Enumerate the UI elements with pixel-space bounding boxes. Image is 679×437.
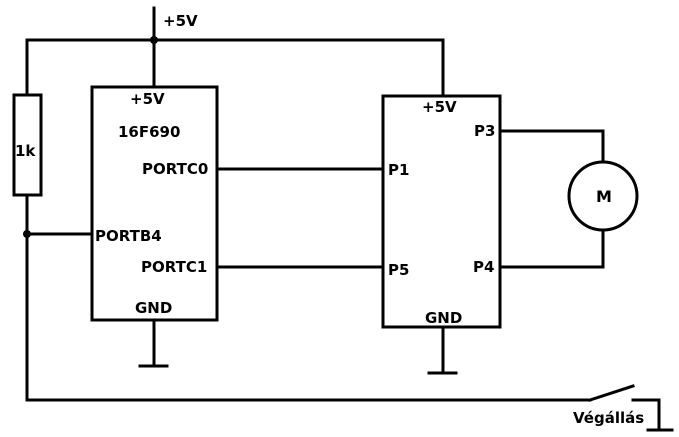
limit-switch-label: Végállás [573,409,644,427]
driver-pin-p3: P3 [474,122,495,140]
limit-switch-contact [588,384,635,402]
mcu-part-label: 16F690 [118,123,180,141]
limit-switch-terminal [631,398,661,432]
motor [567,160,639,232]
mcu-pin-portc1: PORTC1 [141,258,207,276]
driver-gnd-label: GND [425,309,462,327]
mcu-gnd-label: GND [135,299,172,317]
mcu-16f690 [90,85,219,322]
motor-label: M [596,187,612,206]
mcu-pin-portc0: PORTC0 [142,160,208,178]
resistor-label: 1k [15,142,36,160]
driver-pin-p5: P5 [388,261,409,279]
driver-pin-p4: P4 [473,258,494,276]
p3-to-motor-wire [498,129,605,162]
p4-to-motor-wire [498,229,605,269]
mcu-pin-portb4: PORTB4 [95,227,162,245]
supply-label: +5V [163,12,198,30]
driver-vcc-label: +5V [422,98,457,116]
driver-pin-p1: P1 [388,161,409,179]
mcu-vcc-label: +5V [130,90,165,108]
